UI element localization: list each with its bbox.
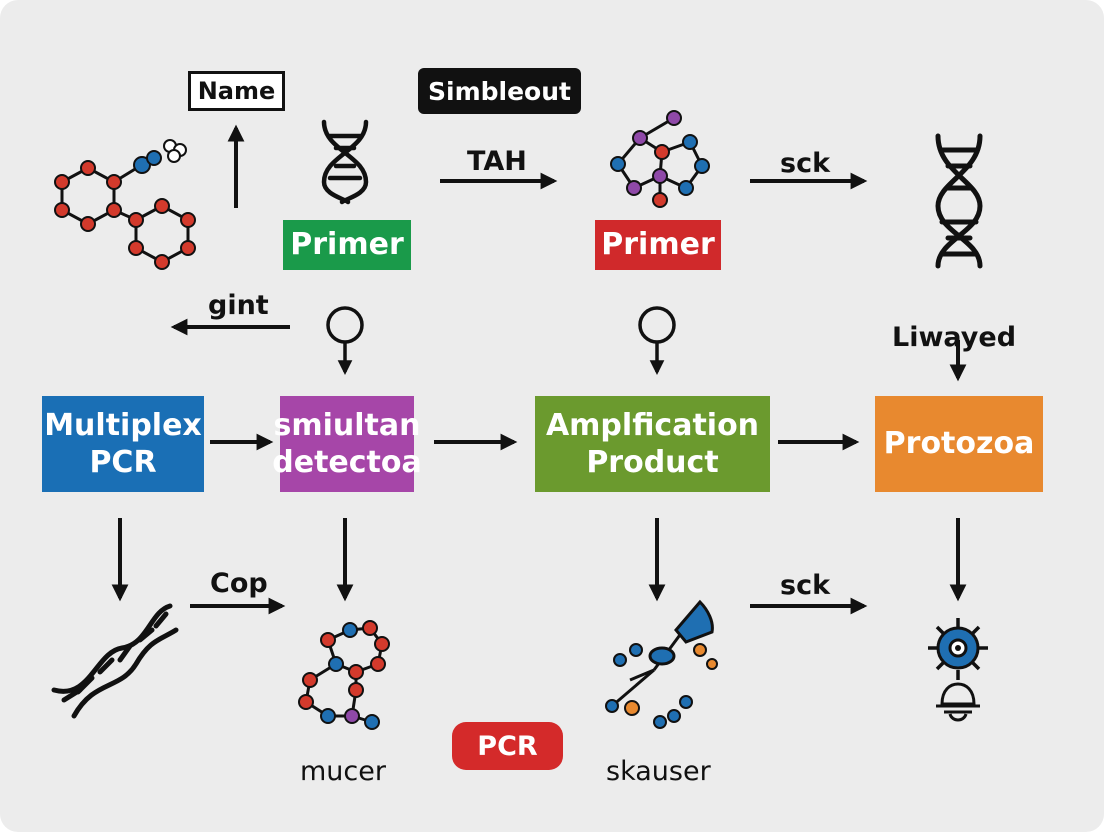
protozoa-box: Protozoa: [875, 396, 1043, 492]
primer-green-box: Primer: [283, 220, 411, 270]
bell-icon: [936, 682, 980, 722]
virus-icon: [928, 618, 988, 680]
amplification-product-box: Amplfication Product: [535, 396, 770, 492]
caption-mucer: mucer: [300, 756, 386, 787]
multiplex-pcr-box: Multiplex PCR: [42, 396, 204, 492]
arrow-label-sck-top: sck: [780, 148, 831, 179]
arrow-label-cop: Cop: [210, 568, 268, 599]
liwayed-label: Liwayed: [892, 322, 1017, 353]
dna-helix-diagonal-icon: [51, 603, 179, 719]
simultan-detection-box: smiultan detectoa: [272, 396, 422, 492]
probe-circle-icon: [638, 306, 676, 375]
molecule-hexagon-icon: [54, 139, 196, 270]
name-box: Name: [188, 71, 285, 111]
dna-helix-icon: [321, 119, 369, 205]
antibody-probe-icon: [605, 599, 718, 729]
molecule-network-icon: [610, 110, 710, 208]
simbleout-tag: Simbleout: [418, 68, 581, 114]
probe-circle-icon: [326, 306, 364, 375]
dna-helix-large-icon: [935, 133, 983, 269]
arrow-label-sck-bottom: sck: [780, 570, 831, 601]
caption-skauser: skauser: [606, 756, 711, 787]
arrow-label-gint: gint: [208, 290, 269, 321]
primer-red-box: Primer: [595, 220, 721, 270]
pcr-pill: PCR: [452, 722, 563, 770]
arrow-label-tah: TAH: [467, 146, 527, 177]
molecule-chain-icon: [298, 620, 390, 730]
